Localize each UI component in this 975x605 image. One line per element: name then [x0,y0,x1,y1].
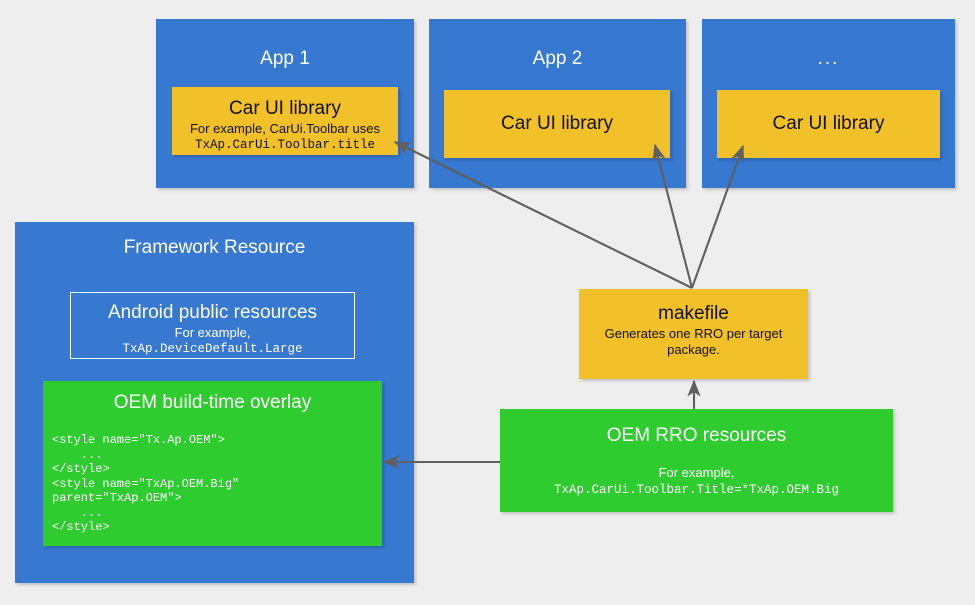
makefile-heading: makefile [658,303,729,324]
app-1-car-ui-library-box: Car UI library For example, CarUi.Toolba… [172,87,398,155]
app-1-car-ui-library-subtitle: For example, CarUi.Toolbar uses [189,121,381,136]
app-3-car-ui-library-heading: Car UI library [772,113,885,134]
app-3-title: ... [817,48,840,69]
oem-build-time-overlay-code: <style name="Tx.Ap.OEM"> ... </style> <s… [52,433,240,534]
app-1-car-ui-library-heading: Car UI library [229,98,341,119]
app-3-car-ui-library-box: Car UI library [717,90,940,158]
android-public-resources-heading: Android public resources [107,302,318,323]
oem-build-time-overlay-heading: OEM build-time overlay [113,392,312,413]
oem-rro-resources-heading: OEM RRO resources [606,425,787,446]
makefile-box: makefile Generates one RRO per target pa… [579,289,808,379]
app-2-car-ui-library-box: Car UI library [444,90,670,158]
app-2-title: App 2 [532,48,583,69]
app-1-title: App 1 [260,48,310,69]
makefile-subtitle: Generates one RRO per target package. [604,326,783,357]
app-2-car-ui-library-heading: Car UI library [501,113,613,134]
app-1-car-ui-library-code: TxAp.CarUi.Toolbar.title [194,138,376,152]
oem-build-time-overlay-box: OEM build-time overlay <style name="Tx.A… [43,381,382,546]
oem-rro-resources-box: OEM RRO resources For example, TxAp.CarU… [500,409,893,512]
android-public-resources-code: TxAp.DeviceDefault.Large [122,342,303,356]
android-public-resources-subtitle: For example, [174,325,251,340]
android-public-resources-box: Android public resources For example, Tx… [70,292,355,359]
framework-resource-title: Framework Resource [123,237,306,258]
oem-rro-resources-code: TxAp.CarUi.Toolbar.Title=*TxAp.OEM.Big [553,483,840,497]
oem-rro-resources-subtitle: For example, [658,465,735,480]
